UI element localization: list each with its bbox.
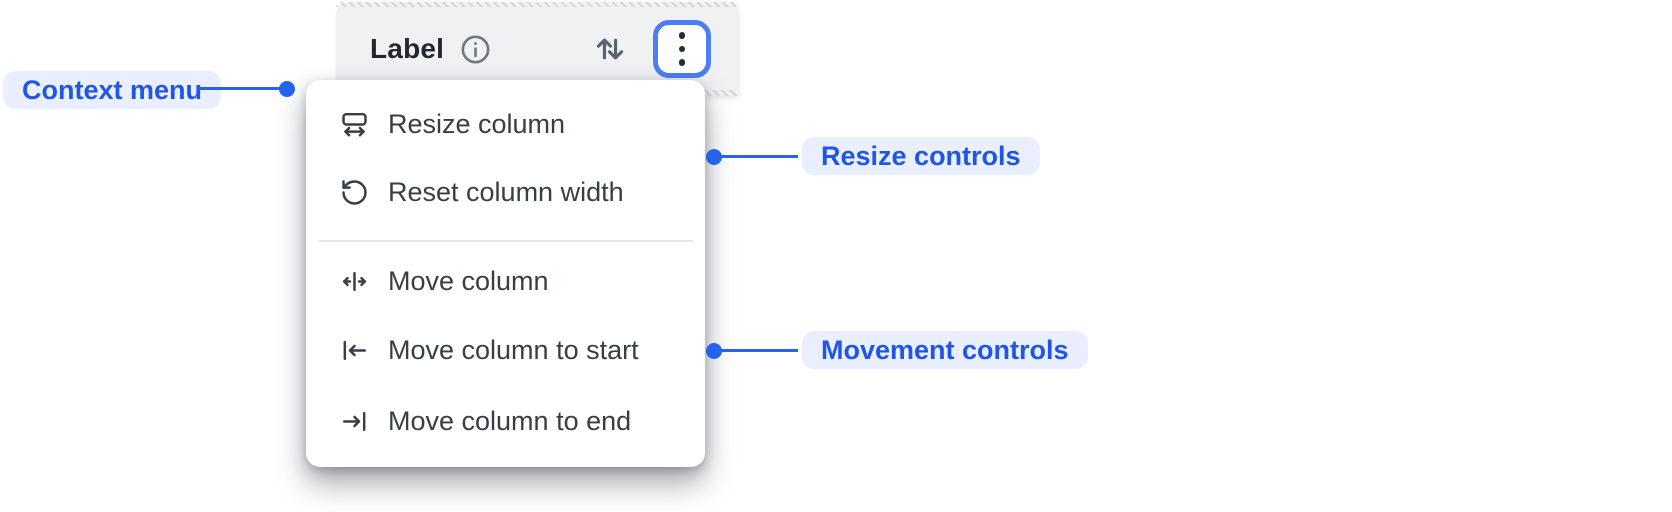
menu-item-label: Resize column	[388, 108, 566, 139]
menu-item-label: Move column to start	[388, 335, 639, 365]
move-column-icon	[338, 265, 370, 297]
reset-column-width-icon	[338, 176, 370, 208]
move-column-to-start-icon	[338, 335, 370, 367]
annotation-dot-resize-controls	[706, 149, 722, 165]
resize-column-icon	[338, 108, 370, 140]
menu-item-label: Reset column width	[388, 176, 624, 207]
move-column-to-end-icon	[338, 406, 370, 438]
crop-hatch-top	[336, 2, 737, 7]
annotation-dot-context-menu	[279, 81, 295, 97]
kebab-menu-icon	[678, 32, 686, 66]
annotation-context-menu: Context menu	[3, 71, 222, 109]
context-menu: Resize column Reset column width Move co…	[306, 80, 705, 467]
menu-item-label: Move column	[388, 265, 549, 296]
annotation-line-movement-controls	[714, 349, 798, 352]
annotation-movement-controls: Movement controls	[802, 331, 1088, 369]
annotation-resize-controls: Resize controls	[802, 137, 1040, 175]
annotation-dot-movement-controls	[706, 343, 722, 359]
menu-divider	[319, 240, 693, 242]
sort-arrows-icon[interactable]	[590, 30, 630, 68]
menu-item-reset-column-width[interactable]: Reset column width	[306, 158, 705, 226]
annotation-line-resize-controls	[714, 155, 798, 158]
column-menu-button[interactable]	[653, 20, 711, 78]
annotation-line-context-menu	[199, 87, 281, 90]
menu-item-label: Move column to end	[388, 406, 632, 436]
menu-item-move-column[interactable]: Move column	[306, 247, 705, 315]
menu-item-move-column-to-end[interactable]: Move column to end	[306, 386, 705, 457]
menu-item-resize-column[interactable]: Resize column	[306, 90, 705, 158]
menu-item-move-column-to-start[interactable]: Move column to start	[306, 315, 705, 386]
info-icon[interactable]	[459, 33, 492, 66]
column-header-label: Label	[370, 33, 445, 64]
